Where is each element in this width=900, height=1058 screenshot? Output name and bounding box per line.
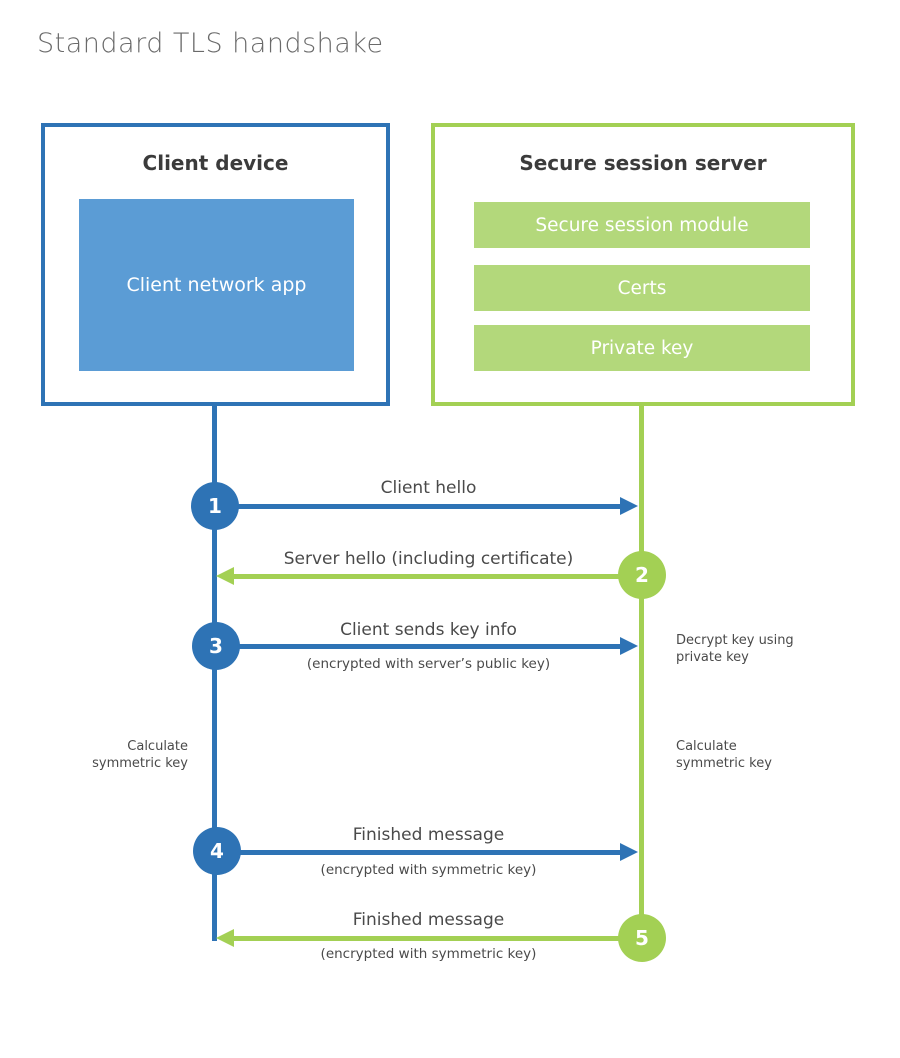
server-module-certs: Certs <box>474 265 810 311</box>
client-network-app-box: Client network app <box>79 199 354 371</box>
arrow-left-icon <box>216 929 234 947</box>
server-module-private-key: Private key <box>474 325 810 371</box>
server-title: Secure session server <box>519 151 767 175</box>
step-4-sublabel: (encrypted with symmetric key) <box>320 862 537 878</box>
step-1-circle: 1 <box>191 482 239 530</box>
client-device-box: Client device Client network app <box>41 123 390 406</box>
step-3-arrow <box>216 644 622 649</box>
step-5-sublabel: (encrypted with symmetric key) <box>320 946 537 962</box>
step-1-arrow <box>215 504 622 509</box>
step-4-arrow <box>217 850 622 855</box>
step-3-sublabel: (encrypted with server’s public key) <box>306 656 551 672</box>
server-lifeline <box>639 406 644 938</box>
client-device-title: Client device <box>142 151 289 175</box>
step-3-circle: 3 <box>192 622 240 670</box>
step-3-label: Client sends key info <box>340 620 517 640</box>
step-5-arrow <box>234 936 642 941</box>
arrow-right-icon <box>620 637 638 655</box>
step-2-label: Server hello (including certificate) <box>283 549 574 569</box>
server-box: Secure session server Secure session mod… <box>431 123 855 406</box>
step-4-circle: 4 <box>193 827 241 875</box>
step-4-label: Finished message <box>352 825 505 845</box>
step-5-circle: 5 <box>618 914 666 962</box>
step-1-label: Client hello <box>380 478 477 498</box>
note-calculate-symmetric-key-server: Calculate symmetric key <box>676 739 772 771</box>
step-2-circle: 2 <box>618 551 666 599</box>
step-2-arrow <box>234 574 642 579</box>
server-module-secure-session: Secure session module <box>474 202 810 248</box>
arrow-right-icon <box>620 843 638 861</box>
note-decrypt-key: Decrypt key using private key <box>676 633 794 665</box>
arrow-left-icon <box>216 567 234 585</box>
client-lifeline <box>212 406 217 941</box>
note-calculate-symmetric-key-client: Calculate symmetric key <box>92 739 188 771</box>
step-5-label: Finished message <box>352 910 505 930</box>
arrow-right-icon <box>620 497 638 515</box>
page-title: Standard TLS handshake <box>37 28 384 59</box>
